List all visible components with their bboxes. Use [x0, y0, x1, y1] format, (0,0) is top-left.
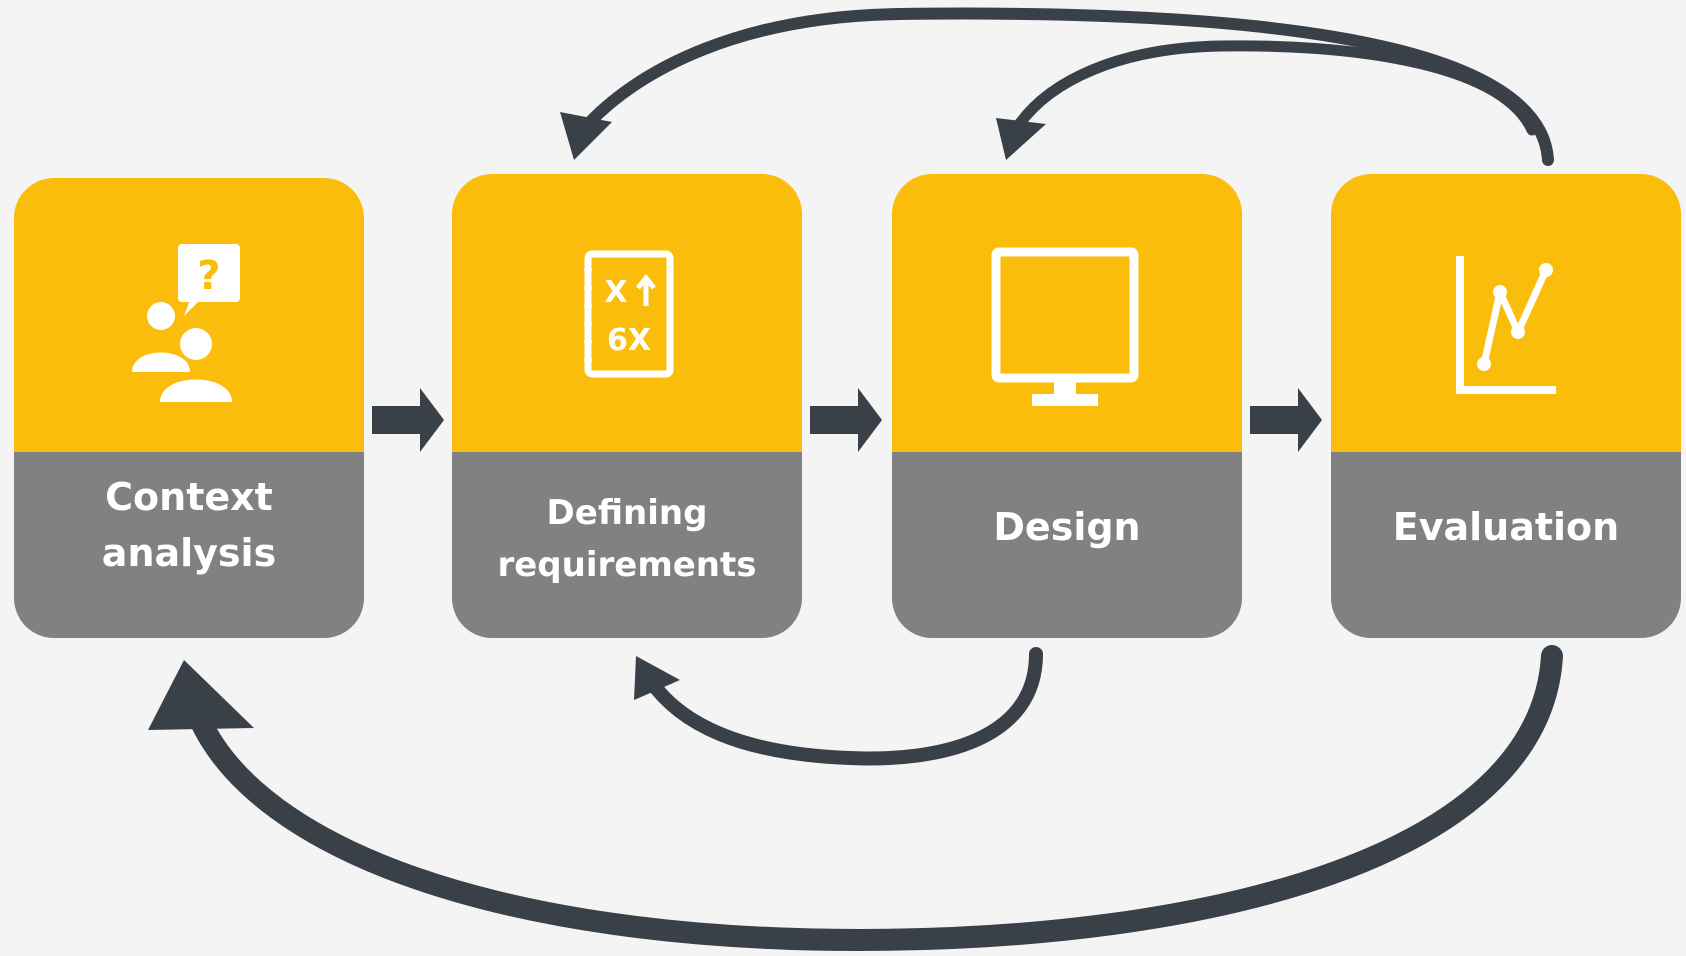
step-label-context-line1: Context [105, 475, 273, 519]
feedback-arrow-design-to-requirements [634, 647, 1043, 766]
step-box-design [892, 174, 1242, 638]
monitor-icon [991, 247, 1139, 406]
question-mark: ? [197, 253, 220, 299]
feedback-arrow-evaluation-to-context [148, 645, 1563, 952]
step-label-requirements-line1: Defining [547, 493, 708, 533]
notebook-text-2: 6X [607, 323, 651, 358]
step-label-design: Design [993, 505, 1140, 549]
feedback-arrow-evaluation-to-design [996, 40, 1538, 160]
step-label-requirements-line2: requirements [497, 545, 756, 585]
notebook-text-1: X [604, 275, 627, 310]
step-box-defining-requirements [452, 174, 802, 638]
forward-arrow-1 [372, 388, 444, 452]
step-box-context-analysis [14, 178, 364, 638]
step-box-evaluation [1331, 174, 1681, 638]
forward-arrow-2 [810, 388, 882, 452]
step-label-evaluation: Evaluation [1393, 505, 1619, 549]
strategy-notebook-icon: X 6X [584, 250, 674, 378]
line-chart-icon [1456, 256, 1556, 394]
forward-arrow-3 [1250, 388, 1322, 452]
step-label-context-line2: analysis [102, 531, 276, 575]
people-question-icon: ? [132, 244, 240, 402]
